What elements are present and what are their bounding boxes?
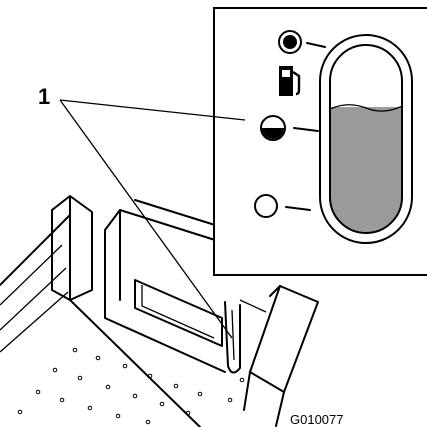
full-indicator — [278, 30, 326, 54]
fuel-surface-wave — [329, 104, 403, 112]
half-indicator — [260, 115, 319, 141]
fuel-level-fill — [330, 107, 402, 233]
figure-id: G010077 — [290, 412, 344, 427]
gauge-inset-panel — [213, 7, 427, 276]
callout: 1 — [38, 84, 246, 339]
half-filled-circle-icon — [262, 128, 284, 139]
empty-indicator — [254, 194, 311, 218]
callout-number: 1 — [38, 84, 50, 109]
fuel-pump-icon — [279, 66, 301, 96]
sight-glass — [319, 34, 413, 244]
filled-circle-icon — [283, 35, 297, 49]
empty-circle-icon — [254, 194, 278, 218]
floor-dots — [17, 347, 245, 425]
machine-body — [0, 195, 319, 427]
